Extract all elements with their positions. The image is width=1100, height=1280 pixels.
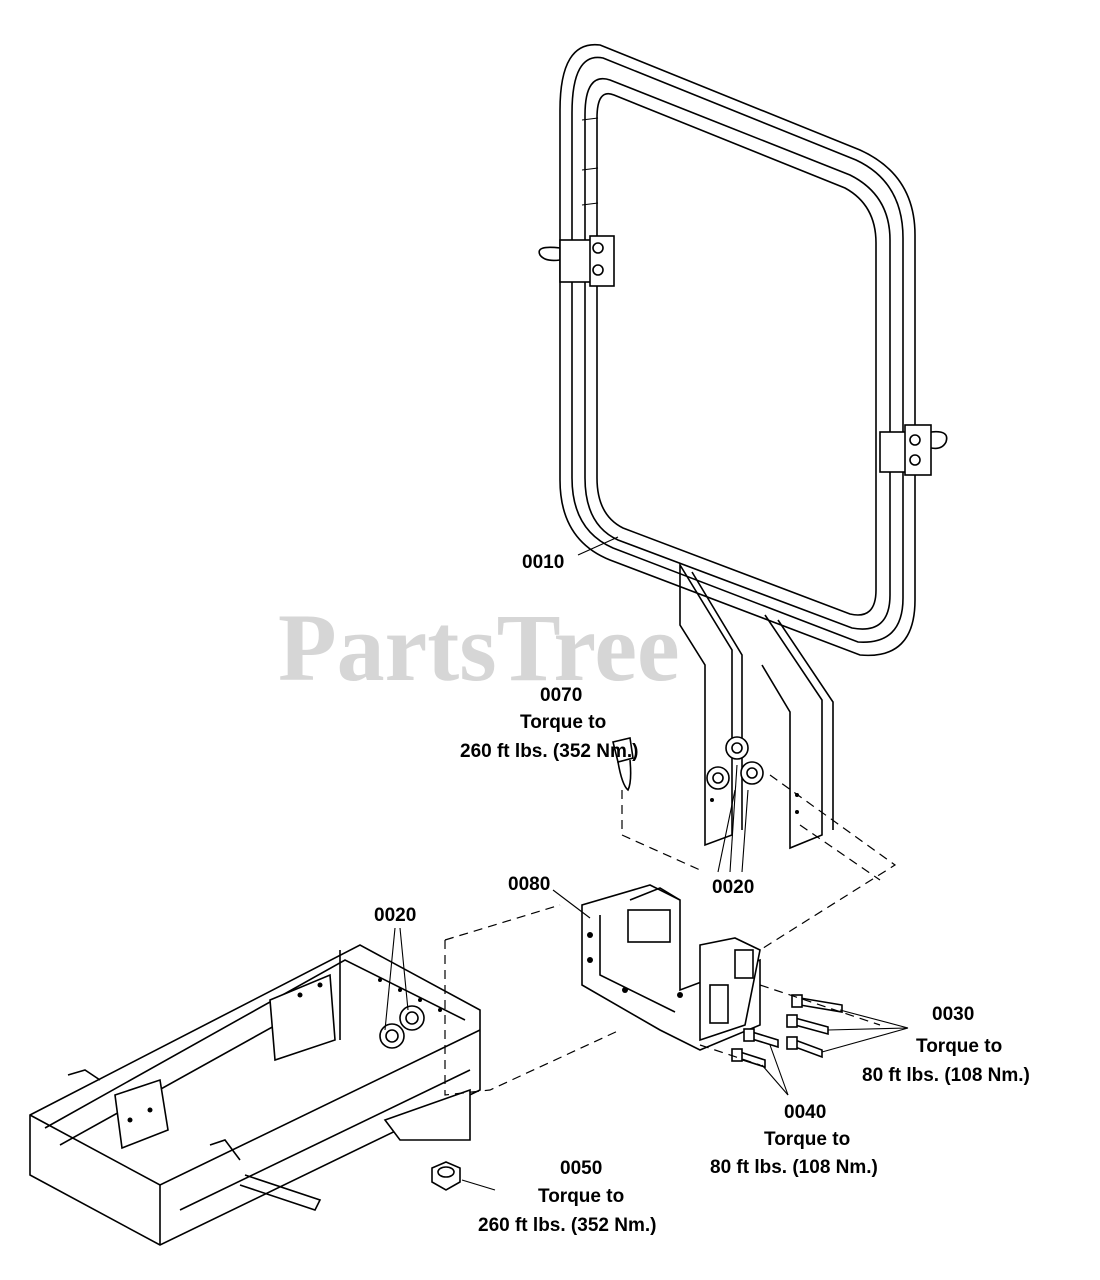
callout-0030-torque: 80 ft lbs. (108 Nm.) [862,1065,1030,1086]
callout-0040: 0040 Torque to 80 ft lbs. (108 Nm.) [710,1102,878,1178]
callout-0050-part: 0050 [560,1158,602,1179]
callout-0010: 0010 [522,552,564,573]
tractor-chassis [29,944,481,1246]
callout-0040-note: Torque to [764,1129,850,1150]
callout-0070-note: Torque to [520,712,606,733]
callout-0020-left: 0020 [374,905,416,926]
callout-0030-note: Torque to [916,1036,1002,1057]
callout-0070-torque: 260 ft lbs. (352 Nm.) [460,741,638,762]
bolt-set-part-0040 [731,1028,779,1069]
callout-0040-part: 0040 [784,1102,826,1123]
callout-0050-note: Torque to [538,1186,624,1207]
callout-0050-torque: 260 ft lbs. (352 Nm.) [478,1215,656,1236]
bolt-set-part-0030 [786,994,843,1059]
callout-0050: 0050 Torque to 260 ft lbs. (352 Nm.) [478,1158,656,1236]
rops-frame-part-0010 [538,43,948,850]
watermark-logo: PartsTree [278,594,680,701]
alignment-lines [444,774,897,1096]
leader-lines [384,536,909,1191]
callout-0030-part: 0030 [932,1004,974,1025]
washer-set-left [379,1005,425,1049]
callout-0080: 0080 [508,874,550,895]
callout-0030: 0030 Torque to 80 ft lbs. (108 Nm.) [862,1004,1030,1086]
callout-0040-torque: 80 ft lbs. (108 Nm.) [710,1157,878,1178]
nut-part-0050 [431,1161,461,1191]
callout-0070: 0070 Torque to 260 ft lbs. (352 Nm.) [460,685,638,762]
mount-bracket-part-0080 [581,884,761,1051]
washer-set-right [706,736,764,790]
callout-0020-right: 0020 [712,877,754,898]
callout-0070-part: 0070 [540,685,582,706]
bolt-part-0070 [612,737,634,792]
